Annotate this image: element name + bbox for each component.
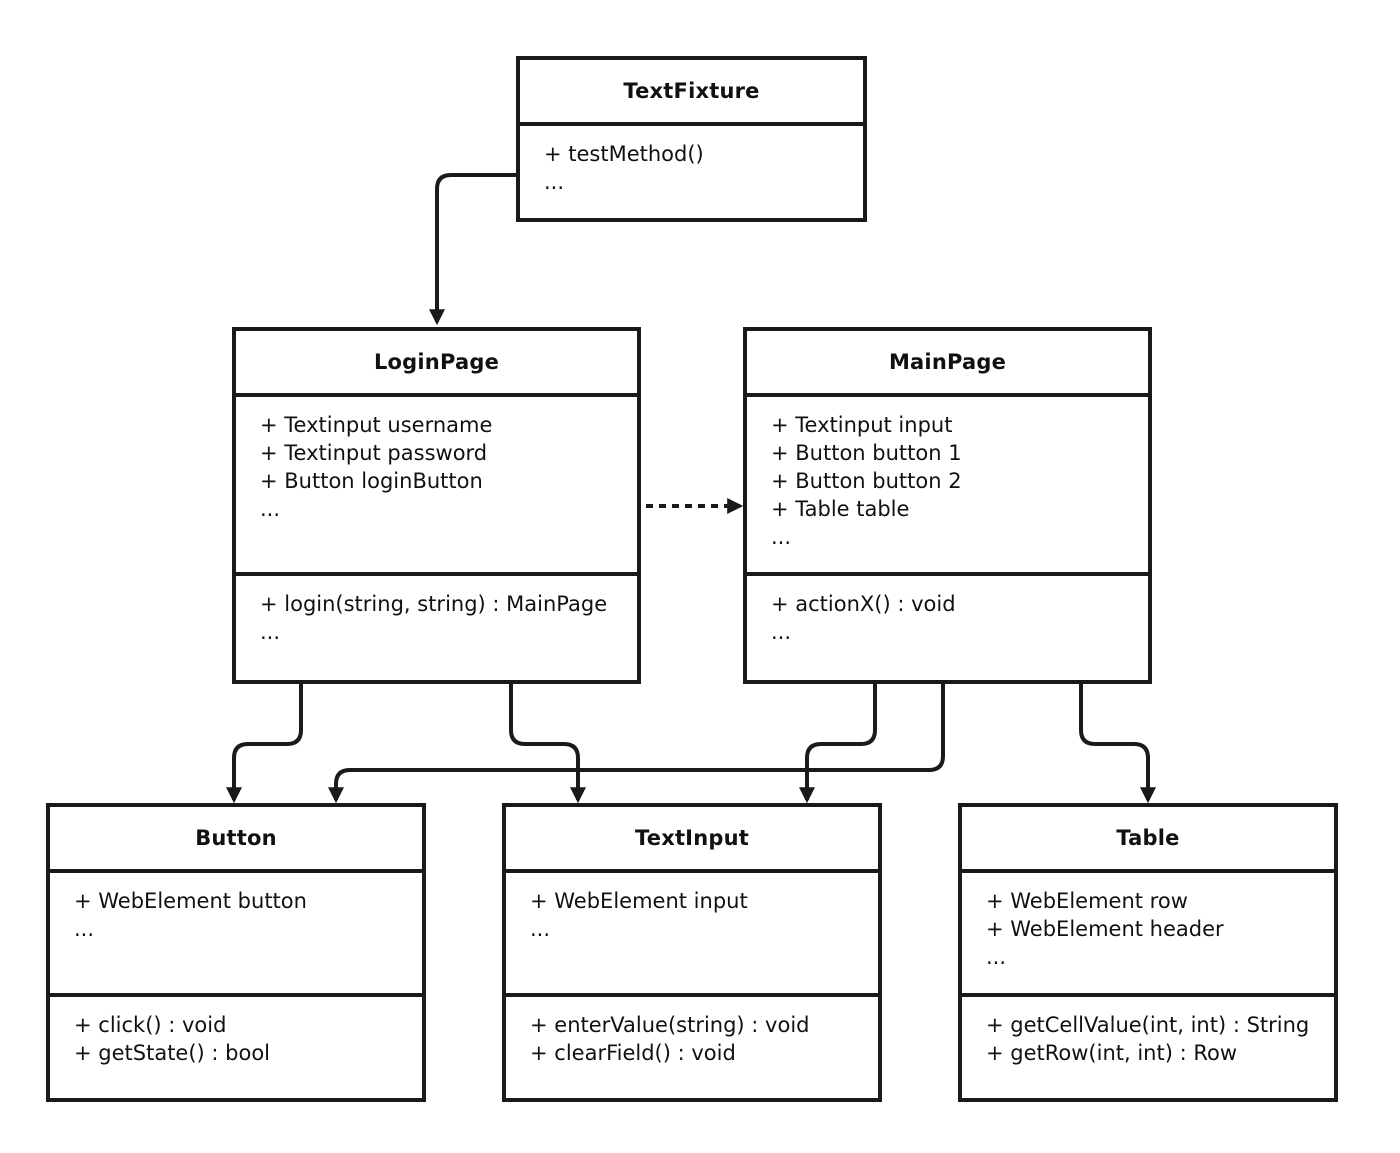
attribute-ellipsis: ... [986, 945, 1007, 969]
methods-section: + actionX() : void ... [747, 576, 1148, 646]
class-mainpage[interactable]: MainPage + Textinput input + Button butt… [743, 327, 1152, 684]
attribute: + WebElement row [986, 889, 1188, 913]
method: + getCellValue(int, int) : String [986, 1013, 1310, 1037]
attribute: + Button button 1 [771, 441, 962, 465]
attribute: + WebElement button [74, 889, 307, 913]
attribute-ellipsis: ... [260, 497, 281, 521]
edge-mainpage-to-table [1079, 683, 1156, 804]
attributes-section: + WebElement button ... [50, 873, 422, 997]
attribute: + Button loginButton [260, 469, 483, 493]
method-ellipsis: ... [544, 170, 565, 194]
attribute: + Table table [771, 497, 910, 521]
methods-section: + getCellValue(int, int) : String + getR… [962, 997, 1334, 1067]
edge-textfixture-to-loginpage [429, 173, 518, 326]
edge-loginpage-to-textinput [509, 683, 586, 804]
attributes-section: + WebElement input ... [506, 873, 878, 997]
method-ellipsis: ... [771, 620, 792, 644]
methods-section: + testMethod() ... [520, 126, 863, 218]
attribute-ellipsis: ... [530, 917, 551, 941]
method-ellipsis: ... [260, 620, 281, 644]
method: + actionX() : void [771, 592, 956, 616]
edge-loginpage-to-button [226, 683, 303, 804]
attribute: + WebElement header [986, 917, 1224, 941]
class-name: LoginPage [236, 331, 637, 397]
class-name: Button [50, 807, 422, 873]
methods-section: + click() : void + getState() : bool [50, 997, 422, 1067]
methods-section: + login(string, string) : MainPage ... [236, 576, 637, 646]
class-name: MainPage [747, 331, 1148, 397]
attribute: + Textinput input [771, 413, 953, 437]
class-loginpage[interactable]: LoginPage + Textinput username + Textinp… [232, 327, 641, 684]
method: + getState() : bool [74, 1041, 271, 1065]
attributes-section: + Textinput username + Textinput passwor… [236, 397, 637, 576]
method: + click() : void [74, 1013, 227, 1037]
edge-mainpage-to-button [328, 683, 945, 804]
attribute: + Textinput username [260, 413, 493, 437]
attributes-section: + WebElement row + WebElement header ... [962, 873, 1334, 997]
attribute-ellipsis: ... [771, 525, 792, 549]
class-name: TextFixture [520, 60, 863, 126]
attribute-ellipsis: ... [74, 917, 95, 941]
attribute: + WebElement input [530, 889, 748, 913]
class-name: Table [962, 807, 1334, 873]
edge-mainpage-to-textinput [799, 683, 877, 804]
methods-section: + enterValue(string) : void + clearField… [506, 997, 878, 1067]
method: + testMethod() [544, 142, 704, 166]
attribute: + Button button 2 [771, 469, 962, 493]
method: + getRow(int, int) : Row [986, 1041, 1238, 1065]
class-textfixture[interactable]: TextFixture + testMethod() ... [516, 56, 867, 222]
class-button[interactable]: Button + WebElement button ... + click()… [46, 803, 426, 1102]
attribute: + Textinput password [260, 441, 488, 465]
method: + login(string, string) : MainPage [260, 592, 608, 616]
class-table[interactable]: Table + WebElement row + WebElement head… [958, 803, 1338, 1102]
method: + clearField() : void [530, 1041, 736, 1065]
method: + enterValue(string) : void [530, 1013, 810, 1037]
class-textinput[interactable]: TextInput + WebElement input ... + enter… [502, 803, 882, 1102]
attributes-section: + Textinput input + Button button 1 + Bu… [747, 397, 1148, 576]
class-name: TextInput [506, 807, 878, 873]
